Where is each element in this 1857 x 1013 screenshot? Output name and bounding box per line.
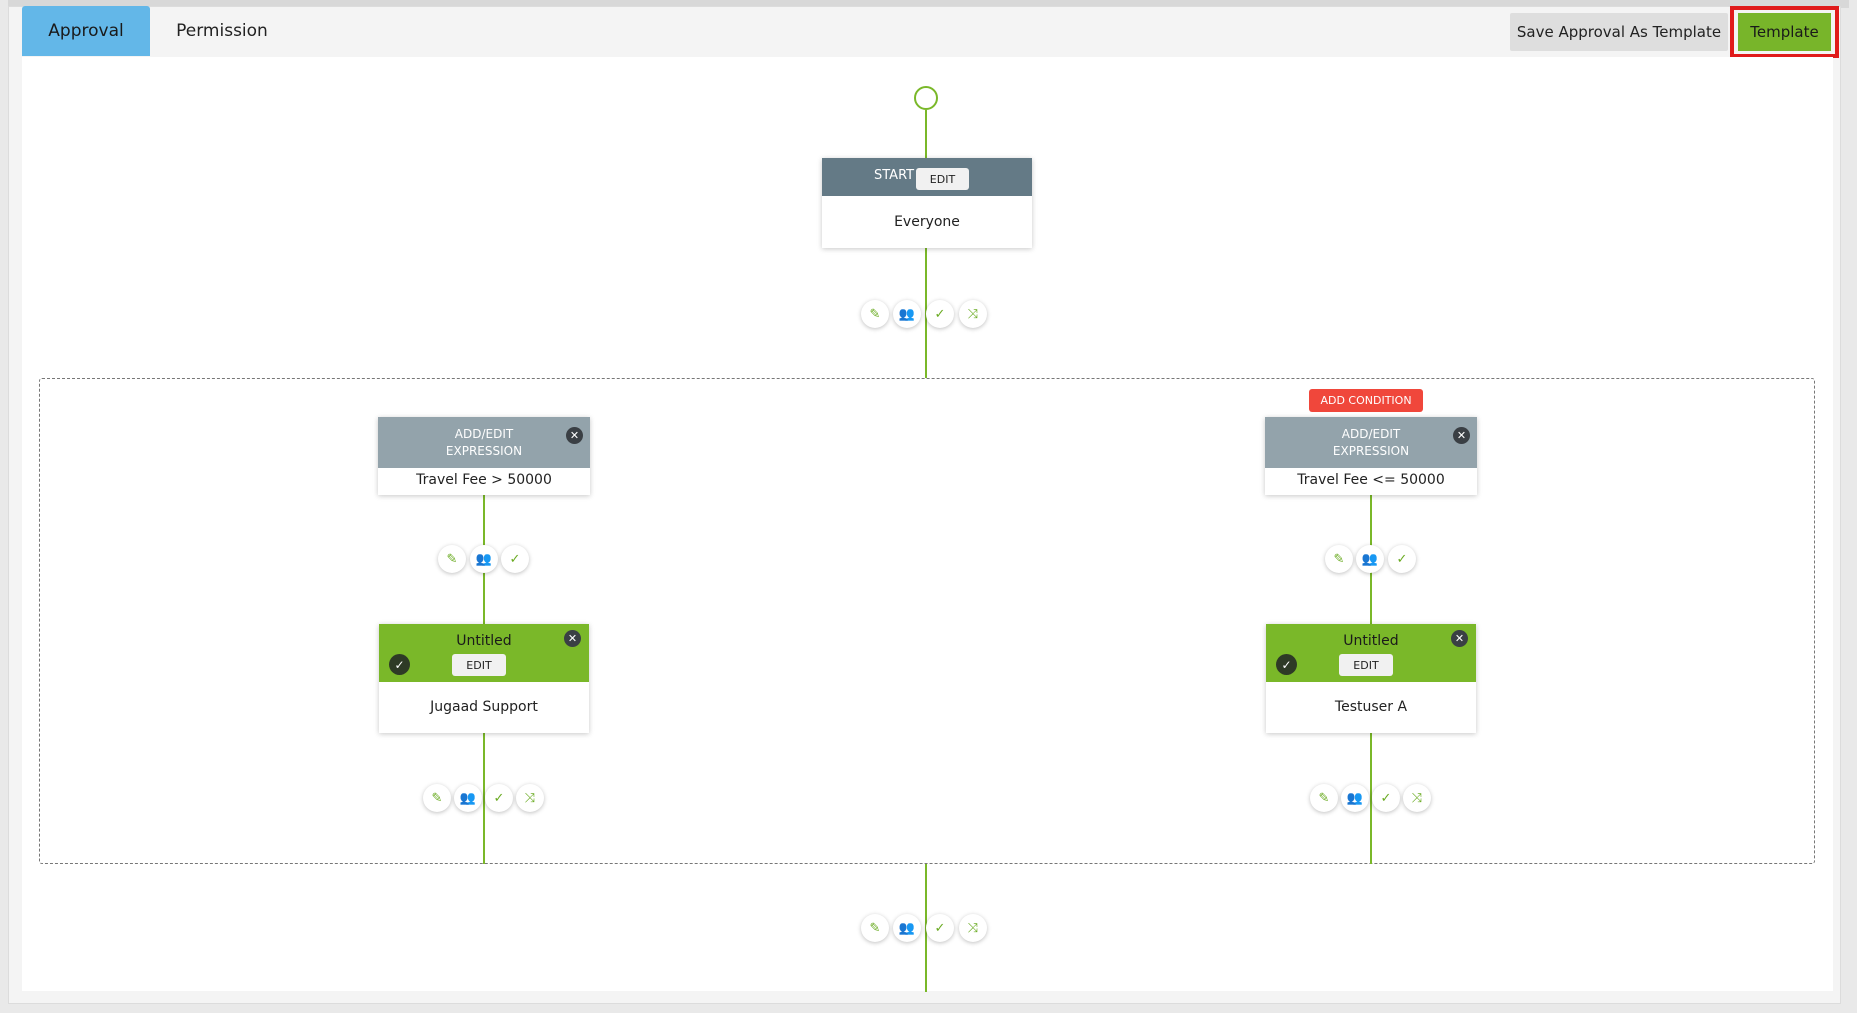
tab-permission[interactable]: Permission [176,21,268,41]
pencil-icon[interactable]: ✎ [1325,545,1353,573]
approval-step-header: Untitled EDIT ✓ ✕ [379,624,589,682]
close-icon[interactable]: ✕ [566,427,583,444]
check-icon[interactable]: ✓ [485,784,513,812]
approval-step-body: Testuser A [1334,699,1408,715]
start-node-card[interactable]: START EDIT Everyone [822,158,1032,248]
expression-header-line2: EXPRESSION [445,444,523,458]
template-button[interactable]: Template [1738,13,1831,51]
shuffle-icon[interactable]: ⤨ [959,914,987,942]
close-icon[interactable]: ✕ [1451,630,1468,647]
approval-step-edit-button[interactable]: EDIT [452,654,506,676]
add-user-icon[interactable]: 👥 [1341,784,1369,812]
expression-card[interactable]: ADD/EDIT EXPRESSION ✕ Travel Fee <= 5000… [1265,417,1477,495]
save-approval-as-template-button[interactable]: Save Approval As Template [1510,13,1728,51]
approval-step-body: Jugaad Support [430,699,538,715]
close-icon[interactable]: ✕ [564,630,581,647]
pencil-icon[interactable]: ✎ [1310,784,1338,812]
shuffle-icon[interactable]: ⤨ [516,784,544,812]
connector-line [925,110,927,158]
expression-header[interactable]: ADD/EDIT EXPRESSION [378,417,590,468]
pencil-icon[interactable]: ✎ [861,300,889,328]
condition-container [39,378,1815,864]
add-user-icon[interactable]: 👥 [1356,545,1384,573]
expression-header-line2: EXPRESSION [1332,444,1410,458]
add-user-icon[interactable]: 👥 [454,784,482,812]
add-condition-button[interactable]: ADD CONDITION [1309,389,1423,412]
start-node-header: START EDIT [822,158,1032,196]
expression-header-line1: ADD/EDIT [1341,427,1401,441]
start-node-body: Everyone [894,214,960,230]
check-icon[interactable]: ✓ [1388,545,1416,573]
add-user-icon[interactable]: 👥 [470,545,498,573]
expression-card[interactable]: ADD/EDIT EXPRESSION ✕ Travel Fee > 50000 [378,417,590,495]
check-icon[interactable]: ✓ [1372,784,1400,812]
check-icon[interactable]: ✓ [926,300,954,328]
close-icon[interactable]: ✕ [1453,427,1470,444]
expression-text: Travel Fee > 50000 [416,472,552,488]
check-badge-icon: ✓ [1276,654,1297,675]
pencil-icon[interactable]: ✎ [438,545,466,573]
pencil-icon[interactable]: ✎ [861,914,889,942]
start-node-title: START [874,168,915,183]
add-user-icon[interactable]: 👥 [893,914,921,942]
approval-step-title: Untitled [456,633,512,649]
top-shadow [8,0,1849,8]
check-icon[interactable]: ✓ [926,914,954,942]
expression-header[interactable]: ADD/EDIT EXPRESSION [1265,417,1477,468]
template-highlight-box [1730,6,1839,58]
approval-step-edit-button[interactable]: EDIT [1339,654,1393,676]
check-icon[interactable]: ✓ [501,545,529,573]
tab-approval[interactable]: Approval [22,6,150,56]
approval-step-title: Untitled [1343,633,1399,649]
approval-step-header: Untitled EDIT ✓ ✕ [1266,624,1476,682]
expression-header-line1: ADD/EDIT [454,427,514,441]
expression-text: Travel Fee <= 50000 [1297,472,1445,488]
approval-step-card[interactable]: Untitled EDIT ✓ ✕ Jugaad Support [379,624,589,733]
start-node-edit-button[interactable]: EDIT [916,168,969,190]
start-circle [914,86,938,110]
shuffle-icon[interactable]: ⤨ [959,300,987,328]
shuffle-icon[interactable]: ⤨ [1403,784,1431,812]
add-user-icon[interactable]: 👥 [893,300,921,328]
connector-line [1370,733,1372,864]
pencil-icon[interactable]: ✎ [423,784,451,812]
check-badge-icon: ✓ [389,654,410,675]
connector-line [483,733,485,864]
approval-step-card[interactable]: Untitled EDIT ✓ ✕ Testuser A [1266,624,1476,733]
